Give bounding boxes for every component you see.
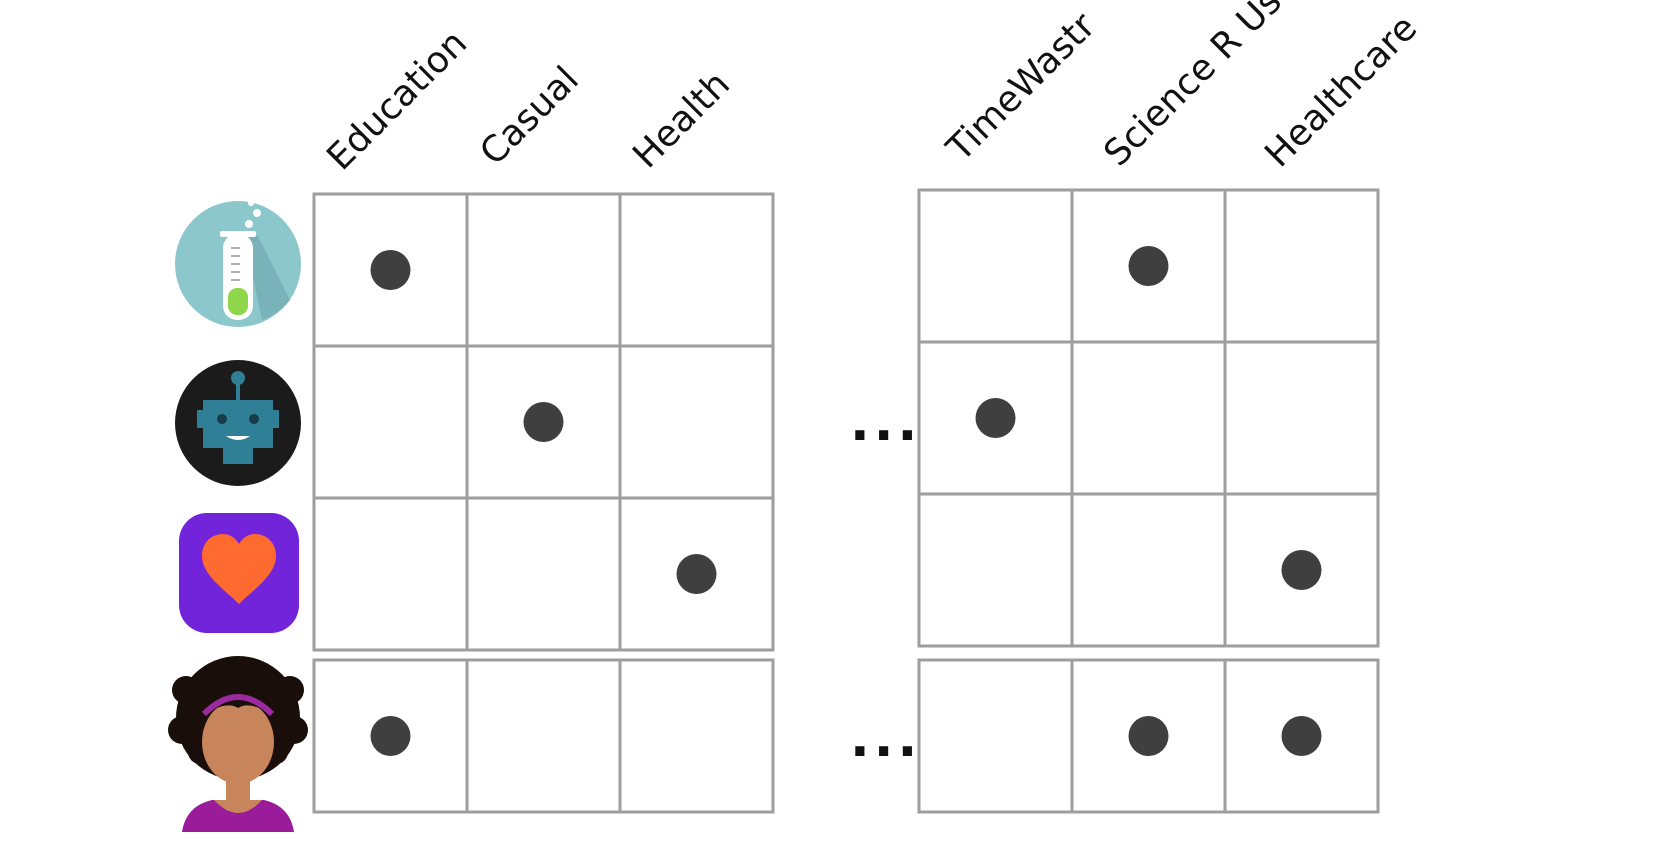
right-matrix-cell-r2-c2 — [1223, 492, 1380, 648]
right-app-matrix-grid — [917, 188, 1380, 648]
column-label-healthcare: Healthcare — [1257, 8, 1425, 176]
right-matrix-cell-r1-c1 — [1070, 340, 1227, 496]
robot-app-icon — [175, 360, 301, 486]
left-matrix-cell-r0-c2 — [618, 192, 775, 348]
left-matrix-dot-r0-c0 — [370, 250, 411, 290]
left-matrix-cell-r1-c2 — [618, 344, 775, 500]
column-label-education: Education — [319, 23, 475, 179]
right-user-cell-r0-c2 — [1223, 658, 1380, 814]
ellipsis-bottom: ... — [850, 709, 921, 769]
column-label-health: Health — [625, 64, 738, 177]
column-label-timewastr: TimeWastr — [939, 5, 1104, 170]
right-matrix-cell-r0-c0 — [917, 188, 1074, 344]
user-avatar-icon — [168, 656, 308, 832]
heart-app-icon — [179, 513, 299, 633]
right-user-dot-r0-c1 — [1128, 716, 1169, 756]
left-matrix-cell-r2-c2 — [618, 496, 775, 652]
left-matrix-dot-r1-c1 — [523, 402, 564, 442]
right-matrix-dot-r1-c0 — [975, 398, 1016, 438]
left-app-matrix-grid — [312, 192, 775, 652]
left-user-cell-r0-c2 — [618, 658, 775, 814]
ellipsis-top: ... — [850, 393, 921, 453]
left-matrix-cell-r0-c1 — [465, 192, 622, 348]
column-label-casual: Casual — [472, 59, 586, 173]
left-user-dot-r0-c0 — [370, 716, 411, 756]
left-column-labels: Education Casual Health — [319, 23, 738, 179]
right-matrix-cell-r2-c0 — [917, 492, 1074, 648]
right-user-dot-r0-c2 — [1281, 716, 1322, 756]
left-matrix-cell-r2-c0 — [312, 496, 469, 652]
right-matrix-dot-r2-c2 — [1281, 550, 1322, 590]
right-user-cell-r0-c0 — [917, 658, 1074, 814]
left-matrix-dot-r2-c2 — [676, 554, 717, 594]
right-matrix-cell-r2-c1 — [1070, 492, 1227, 648]
right-user-row-grid — [917, 658, 1380, 814]
science-test-tube-app-icon — [175, 200, 301, 327]
left-matrix-cell-r2-c1 — [465, 496, 622, 652]
right-matrix-cell-r1-c2 — [1223, 340, 1380, 496]
left-matrix-cell-r1-c0 — [312, 344, 469, 500]
left-user-row-grid — [312, 658, 775, 814]
right-matrix-dot-r0-c1 — [1128, 246, 1169, 286]
left-user-cell-r0-c1 — [465, 658, 622, 814]
right-matrix-cell-r0-c2 — [1223, 188, 1380, 344]
right-column-labels: TimeWastr Science R Us Healthcare — [939, 0, 1425, 175]
